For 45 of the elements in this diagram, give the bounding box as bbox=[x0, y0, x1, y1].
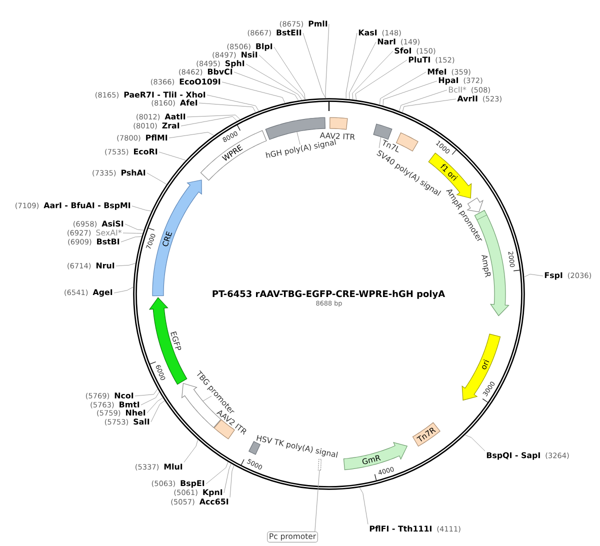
feature-box bbox=[373, 124, 392, 140]
leader-line bbox=[349, 42, 376, 100]
leader-line bbox=[186, 114, 240, 120]
plasmid-title: PT-6453 rAAV-TBG-EGFP-CRE-WPRE-hGH polyA bbox=[212, 290, 446, 299]
leader-line bbox=[120, 236, 142, 242]
leader-line bbox=[132, 206, 152, 212]
leader-line bbox=[234, 72, 299, 101]
leader-line bbox=[378, 136, 382, 148]
leader-line bbox=[134, 388, 158, 396]
leader-line bbox=[314, 470, 320, 532]
leader-line bbox=[224, 464, 232, 494]
leader-line bbox=[352, 50, 394, 100]
leader-line bbox=[325, 24, 330, 98]
leader-line bbox=[222, 82, 286, 104]
leader-line bbox=[464, 434, 486, 452]
leader-line bbox=[399, 90, 448, 112]
leader-line bbox=[302, 32, 326, 98]
leader-line bbox=[150, 400, 165, 422]
leader-line bbox=[124, 224, 144, 230]
leader-line bbox=[158, 152, 186, 160]
leader-line bbox=[114, 286, 134, 294]
leader-line bbox=[168, 132, 214, 138]
leader-line bbox=[380, 72, 426, 105]
leader-line bbox=[359, 487, 368, 525]
leader-line bbox=[402, 98, 456, 112]
leader-line bbox=[202, 396, 212, 402]
leader-line bbox=[206, 462, 228, 484]
leader-line bbox=[246, 64, 302, 100]
leader-line bbox=[206, 94, 259, 112]
leader-line bbox=[230, 465, 234, 498]
leader-line bbox=[382, 80, 438, 106]
leader-line bbox=[140, 392, 160, 406]
leader-line bbox=[524, 274, 544, 278]
leader-line bbox=[184, 439, 198, 463]
leader-line bbox=[122, 232, 143, 234]
leader-line bbox=[146, 172, 167, 185]
leader-line bbox=[198, 102, 256, 112]
leader-line bbox=[274, 46, 306, 100]
leader-line bbox=[180, 116, 238, 126]
leader-line bbox=[258, 54, 306, 100]
leader-line bbox=[146, 398, 163, 414]
leader-line bbox=[346, 32, 358, 99]
leader-line bbox=[296, 132, 300, 145]
leader-line bbox=[355, 60, 408, 100]
leader-line bbox=[116, 263, 136, 266]
